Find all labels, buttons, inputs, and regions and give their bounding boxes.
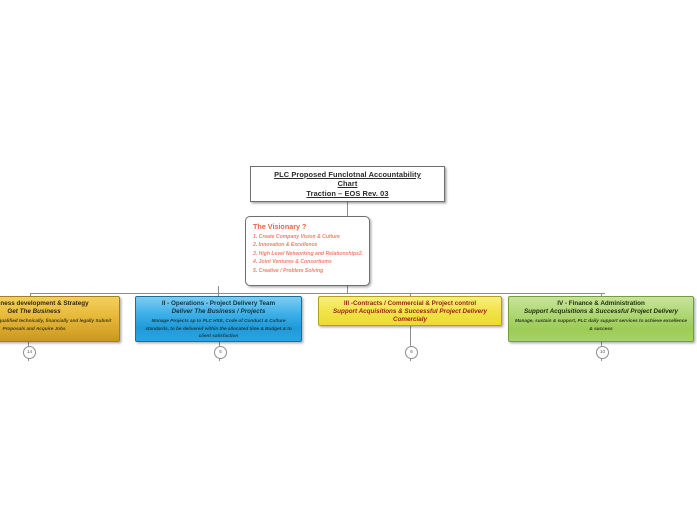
- branch-2-title: II - Operations - Project Delivery Team: [161, 300, 276, 307]
- branch-2-subtitle: Deliver The Business / Projects: [171, 308, 266, 316]
- connector-badge-tail-4: [601, 357, 602, 361]
- connector-visionary-down: [347, 286, 348, 294]
- branch-4-subtitle: Support Acquisitions & Successful Projec…: [523, 308, 679, 316]
- connector-badge-tail-1: [28, 357, 29, 361]
- chart-title-box: PLC Proposed Funclotnal Accountability C…: [250, 166, 445, 202]
- connector-drop-branch-1: [30, 293, 31, 297]
- branch-3-title: III -Contracts / Commercial & Project co…: [343, 300, 477, 307]
- connector-badge-tail-3: [410, 357, 411, 361]
- branch-1-title: I - Business development & Strategy: [0, 300, 89, 307]
- chart-title-line-2: Chart: [337, 179, 358, 189]
- connector-badge-tail-2: [219, 357, 220, 361]
- visionary-item-5: 5. Creative / Problem Solving: [253, 267, 324, 274]
- connector-badge-stem-3: [410, 326, 411, 346]
- branch-box-operations: II - Operations - Project Delivery Team …: [135, 296, 302, 342]
- branch-2-body: Manage Projects ap to PLC HSE, Code of C…: [145, 318, 292, 339]
- branch-3-badge: 6: [405, 346, 418, 359]
- connector-title-to-visionary: [347, 202, 348, 216]
- branch-box-finance-administration: IV - Finance & Administration Support Ac…: [508, 296, 694, 342]
- branch-3-subtitle: Support Acquisitions & Successful Projec…: [332, 308, 488, 324]
- chart-title-line-1: PLC Proposed Funclotnal Accountability: [274, 169, 421, 179]
- branch-1-body: Qualify PLC to be, qualified technically…: [0, 318, 112, 331]
- connector-drop-branch-3: [410, 293, 411, 297]
- branch-1-subtitle: Get The Business: [7, 308, 61, 316]
- visionary-title: The Visionary ?: [253, 222, 307, 231]
- branch-4-title: IV - Finance & Administration: [557, 300, 645, 307]
- connector-badge-stem-2: [219, 342, 220, 346]
- visionary-box: The Visionary ? 1. Create Company Vision…: [245, 216, 370, 286]
- visionary-item-4: 4. Joint Ventures & Consortiums: [253, 259, 332, 266]
- branch-1-badge: 14: [23, 346, 36, 359]
- connector-badge-stem-1: [28, 342, 29, 346]
- visionary-item-3: 3. High Level Networking and Relationshi…: [253, 250, 364, 257]
- branch-4-body: Manage, sustain & support, PLC daily sup…: [515, 318, 687, 331]
- branch-2-badge: 5: [214, 346, 227, 359]
- visionary-item-2: 2. Innovation & Excellence: [253, 242, 318, 249]
- connector-drop-branch-2: [218, 286, 219, 297]
- branch-4-badge: 10: [596, 346, 609, 359]
- branch-box-contracts-commercial: III -Contracts / Commercial & Project co…: [318, 296, 502, 326]
- chart-title-line-3: Traction – EOS Rev. 03: [306, 188, 389, 198]
- branch-box-business-development: I - Business development & Strategy Get …: [0, 296, 120, 342]
- connector-drop-branch-4: [601, 293, 602, 297]
- connector-badge-stem-4: [601, 342, 602, 346]
- visionary-item-1: 1. Create Company Vision & Culture: [253, 234, 340, 240]
- connector-horizontal-bus: [30, 293, 605, 294]
